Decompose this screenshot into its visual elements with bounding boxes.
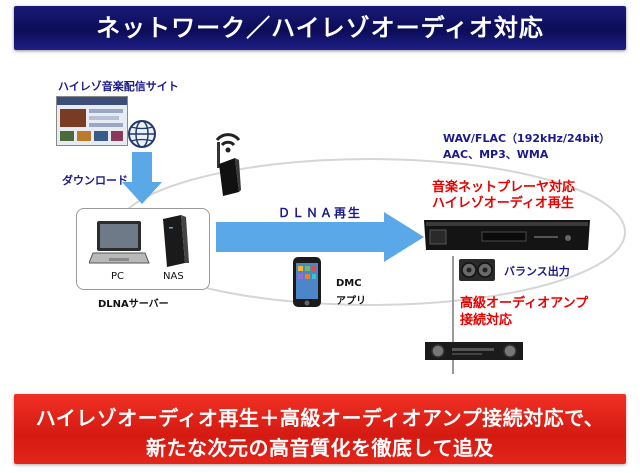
download-site-label: ハイレゾ音楽配信サイト	[58, 80, 179, 93]
amplifier-icon	[425, 342, 523, 360]
player-feature-line2: ハイレゾオーディオ再生	[432, 196, 574, 211]
nas-tower-icon	[163, 215, 189, 267]
network-player-icon	[424, 220, 590, 250]
balance-output-label: バランス出力	[504, 265, 570, 278]
player-feature-line1: 音楽ネットプレーヤ対応	[432, 180, 576, 195]
title-bar: ネットワーク／ハイレゾオーディオ対応	[14, 6, 626, 50]
formats-line1: WAV/FLAC（192kHz/24bit）	[443, 132, 611, 145]
dlna-server-group: PC NAS	[76, 208, 210, 290]
dmc-label-line1: DMC	[336, 278, 362, 289]
speaker-icon	[459, 259, 495, 281]
smartphone-icon	[293, 257, 321, 307]
dlna-label: ＤＬＮＡ再生	[278, 206, 363, 220]
dlna-server-caption: DLNAサーバー	[98, 299, 169, 310]
amp-feature-line1: 高級オーディオアンプ	[460, 296, 589, 311]
banner-line2: 新たな次元の高音質化を徹底して追及	[146, 436, 494, 460]
dmc-label-line2: アプリ	[336, 296, 366, 307]
formats-line2: AAC、MP3、WMA	[443, 148, 549, 161]
nas-label: NAS	[163, 271, 184, 282]
download-label: ダウンロード	[62, 174, 128, 187]
summary-banner: ハイレゾオーディオ再生＋高級オーディオアンプ接続対応で、 新たな次元の高音質化を…	[14, 394, 626, 464]
download-arrow-icon	[122, 152, 162, 204]
banner-line1: ハイレゾオーディオ再生＋高級オーディオアンプ接続対応で、	[35, 406, 605, 430]
wifi-router-icon	[215, 133, 241, 196]
connection-line	[452, 256, 454, 374]
website-thumbnail	[56, 96, 128, 146]
laptop-icon	[89, 221, 150, 264]
page-title: ネットワーク／ハイレゾオーディオ対応	[96, 14, 544, 42]
pc-label: PC	[111, 271, 125, 282]
amp-feature-line2: 接続対応	[460, 313, 513, 328]
globe-icon	[128, 120, 156, 148]
dlna-arrow-icon	[216, 212, 424, 262]
